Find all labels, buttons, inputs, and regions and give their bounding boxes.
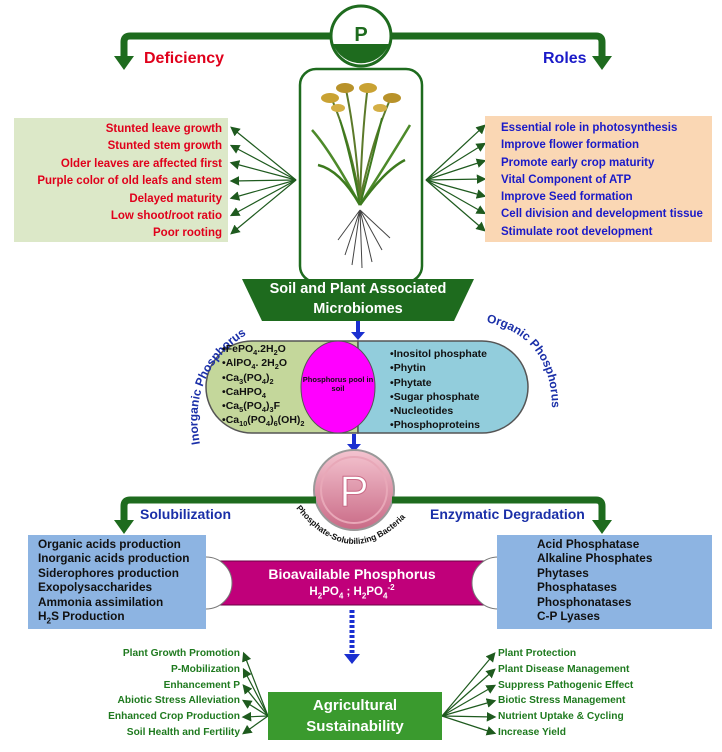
role-item: Essential role in photosynthesis	[501, 122, 678, 134]
role-item: Vital Component of ATP	[501, 173, 632, 186]
solubilization-heading: Solubilization	[140, 506, 231, 522]
microbiome-line1: Soil and Plant Associated	[269, 281, 447, 297]
benefit-item: Nutrient Uptake & Cycling	[498, 711, 624, 723]
organic-item: Inositol phosphate	[390, 347, 520, 361]
organic-item: Phytate	[390, 376, 520, 390]
left-top-arrowhead	[114, 56, 134, 70]
rice-plant-icon	[311, 83, 412, 269]
deficiency-item: Low shoot/root ratio	[110, 210, 222, 223]
solubilization-item: Exopolysaccharides	[38, 580, 153, 595]
right-benefit-arrows	[441, 652, 497, 736]
enzymatic-item: C-P Lyases	[537, 609, 600, 624]
dish-letter: P	[339, 467, 368, 516]
deficiency-list: Stunted leave growth Stunted stem growth…	[14, 118, 228, 242]
pool-label: Phosphorus pool in soil	[302, 375, 374, 393]
inorganic-list: FePO4.2H2O AlPO4. 2H2O Ca3(PO4)2 CaHPO4 …	[222, 342, 364, 432]
inorganic-item: Ca5(PO4)3F	[222, 399, 364, 413]
deficiency-item: Purple color of old leafs and stem	[37, 175, 222, 188]
benefit-item: Enhancement P	[163, 679, 240, 691]
right-benefits-list: Plant Protection Plant Disease Managemen…	[498, 646, 698, 741]
middle-branch-arrow	[120, 496, 316, 522]
deficiency-item: Stunted stem growth	[107, 140, 222, 153]
left-benefit-arrows	[241, 651, 269, 735]
benefit-item: Plant Protection	[498, 648, 577, 659]
solubilization-item: Siderophores production	[38, 565, 179, 580]
benefit-item: Soil Health and Fertility	[126, 726, 240, 738]
role-item: Stimulate root development	[501, 225, 653, 238]
enzymatic-heading: Enzymatic Degradation	[430, 506, 585, 522]
enzymatic-list: Acid Phosphatase Alkaline Phosphates Phy…	[497, 535, 712, 629]
enzymatic-item: Phytases	[537, 565, 589, 580]
roles-heading: Roles	[543, 50, 587, 67]
organic-item: Sugar phosphate	[390, 390, 520, 404]
deficiency-item: Poor rooting	[153, 227, 222, 240]
role-item: Improve flower formation	[501, 139, 640, 152]
deficiency-arrows	[229, 126, 297, 235]
enzymatic-item: Acid Phosphatase	[537, 537, 640, 551]
role-item: Promote early crop maturity	[501, 156, 655, 169]
benefit-item: Increase Yield	[498, 726, 566, 738]
bioavailable-title: Bioavailable Phosphorus	[268, 566, 436, 582]
solubilization-item: Ammonia assimilation	[38, 594, 164, 609]
benefit-item: Plant Disease Management	[498, 663, 630, 675]
petri-dish	[313, 449, 395, 531]
benefit-item: Abiotic Stress Alleviation	[117, 695, 240, 707]
enzymatic-item: Phosphatases	[537, 580, 617, 595]
left-benefits-list: Plant Growth Promotion P-Mobilization En…	[40, 646, 240, 741]
enzymatic-item: Phosphonatases	[537, 594, 632, 609]
solubilization-list: Organic acids production Inorganic acids…	[28, 535, 206, 629]
benefit-item: P-Mobilization	[170, 663, 240, 675]
agri-line1: Agricultural	[312, 697, 398, 714]
bioavailable-formula: H2PO4 ; H2PO4-2	[309, 583, 395, 601]
microbiome-title: Soil and Plant Associated Microbiomes	[242, 279, 474, 321]
organic-item: Phytin	[390, 361, 520, 375]
roles-list: Essential role in photosynthesis Improve…	[485, 116, 712, 242]
deficiency-item: Delayed maturity	[129, 192, 222, 205]
solubilization-item: Inorganic acids production	[38, 551, 190, 566]
inorganic-item: Ca3(PO4)2	[222, 371, 364, 385]
enzymatic-item: Alkaline Phosphates	[537, 551, 653, 566]
agricultural-sustainability-box: Agricultural Sustainability	[268, 692, 442, 740]
deficiency-heading: Deficiency	[144, 50, 225, 67]
inorganic-item: Ca10(PO4)6(OH)2	[222, 413, 364, 427]
right-top-arrowhead	[592, 56, 612, 70]
microbiome-line2: Microbiomes	[313, 301, 403, 317]
organic-item: Phosphoproteins	[390, 418, 520, 432]
solubilization-item: H2S Production	[38, 609, 125, 626]
agri-line2: Sustainability	[306, 718, 404, 735]
deficiency-item: Stunted leave growth	[105, 123, 222, 135]
roles-arrows	[425, 124, 487, 232]
benefit-item: Biotic Stress Management	[498, 695, 626, 707]
role-item: Cell division and development tissue	[501, 208, 703, 221]
top-p-label: P	[354, 24, 367, 46]
benefit-item: Suppress Pathogenic Effect	[498, 679, 634, 691]
benefit-item: Plant Growth Promotion	[122, 648, 240, 659]
deficiency-item: Older leaves are affected first	[60, 157, 222, 170]
inorganic-item: FePO4.2H2O	[222, 342, 364, 356]
benefit-item: Enhanced Crop Production	[108, 711, 240, 723]
microbiome-banner	[242, 279, 474, 321]
inorganic-item: CaHPO4	[222, 385, 364, 399]
solubilization-item: Organic acids production	[38, 537, 181, 551]
inorganic-item: AlPO4. 2H2O	[222, 356, 364, 370]
organic-item: Nucleotides	[390, 404, 520, 418]
role-item: Improve Seed formation	[501, 191, 633, 204]
organic-list: Inositol phosphate Phytin Phytate Sugar …	[390, 347, 520, 433]
